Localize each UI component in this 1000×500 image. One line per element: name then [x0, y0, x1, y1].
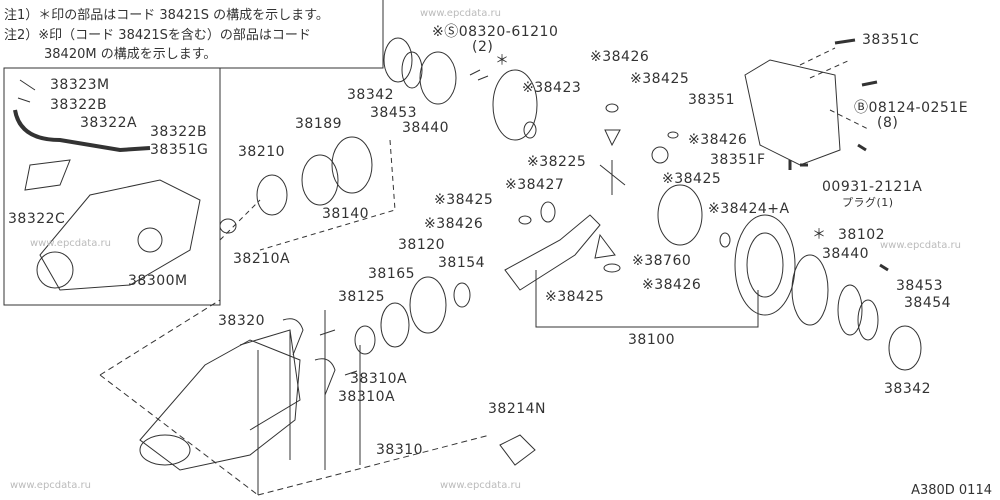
part-label[interactable]: ※38424+A — [708, 201, 790, 217]
breather-hose — [13, 109, 151, 153]
part-label[interactable]: ※38425 — [662, 171, 722, 187]
part-label[interactable]: 38351C — [862, 32, 920, 48]
part-label[interactable]: 38165 — [368, 266, 416, 282]
diff-housing-inset — [39, 179, 201, 291]
watermark: www.epcdata.ru — [30, 238, 111, 249]
part-label[interactable]: 38125 — [338, 289, 386, 305]
part-label[interactable]: 38322A — [80, 115, 138, 131]
part-label[interactable]: ※38423 — [522, 80, 582, 96]
drive-pinion — [504, 214, 601, 291]
part-label[interactable]: ※38425 — [630, 71, 690, 87]
part-label[interactable]: Ⓑ08124-0251E — [854, 100, 969, 116]
part-label[interactable]: 38320 — [218, 313, 266, 329]
part-label[interactable]: ※38760 — [632, 253, 692, 269]
part-label[interactable]: 38210 — [238, 144, 286, 160]
clamp — [24, 159, 71, 191]
plug-caption: プラグ(1) — [842, 196, 894, 209]
part-label[interactable]: 38342 — [347, 87, 395, 103]
part-label[interactable]: ※38426 — [688, 132, 748, 148]
ref-lines — [257, 310, 361, 495]
part-label[interactable]: 38440 — [822, 246, 870, 262]
part-label[interactable]: 38322C — [8, 211, 66, 227]
note-2: 注2）※印（コード 38421Sを含む）の部品はコード — [4, 28, 311, 43]
part-label[interactable]: 38351F — [710, 152, 766, 168]
part-label[interactable]: 38310 — [376, 442, 424, 458]
oil-seal-38214N — [499, 434, 536, 466]
part-label[interactable]: 38453 — [896, 278, 944, 294]
note-1: 注1）＊印の部品はコード 38421S の構成を示します。 — [4, 8, 329, 23]
watermark: www.epcdata.ru — [440, 480, 521, 491]
part-label[interactable]: 38210A — [233, 251, 291, 267]
diagram-code: A380D 0114 — [911, 483, 992, 498]
part-label[interactable]: ※Ⓢ08320-61210 — [432, 24, 559, 40]
part-label[interactable]: ※38427 — [505, 177, 565, 193]
watermark: www.epcdata.ru — [880, 240, 961, 251]
part-label[interactable]: 38453 — [370, 105, 418, 121]
part-label[interactable]: ※38225 — [527, 154, 587, 170]
part-label[interactable]: 38310A — [350, 371, 408, 387]
part-label[interactable]: 38351G — [150, 142, 209, 158]
quantity-label: (2) — [472, 39, 494, 55]
part-label[interactable]: 38120 — [398, 237, 446, 253]
watermark: www.epcdata.ru — [420, 8, 501, 19]
part-label[interactable]: 38351 — [688, 92, 736, 108]
part-label[interactable]: 38310A — [338, 389, 396, 405]
part-label[interactable]: 38440 — [402, 120, 450, 136]
part-label[interactable]: 38154 — [438, 255, 486, 271]
part-label[interactable]: ※38425 — [545, 289, 605, 305]
part-label[interactable]: 00931-2121A — [822, 179, 923, 195]
part-label[interactable]: 38102 — [838, 227, 886, 243]
part-label[interactable]: ※38426 — [590, 49, 650, 65]
hose-clips — [17, 79, 36, 103]
part-label[interactable]: 38300M — [128, 273, 188, 289]
star-mark: ＊ — [495, 53, 510, 69]
diff-cover — [744, 59, 841, 166]
watermark: www.epcdata.ru — [10, 480, 91, 491]
part-label[interactable]: 38189 — [295, 116, 343, 132]
part-label[interactable]: ※38425 — [434, 192, 494, 208]
part-label[interactable]: 38322B — [50, 97, 108, 113]
part-label[interactable]: 38322B — [150, 124, 208, 140]
ring-gear — [734, 214, 796, 316]
notes-frame — [220, 0, 384, 69]
part-label[interactable]: 38342 — [884, 381, 932, 397]
note-2-continued: 38420M の構成を示します。 — [44, 47, 217, 62]
diff-housing — [139, 339, 301, 471]
part-label[interactable]: 38323M — [50, 77, 110, 93]
quantity-label: (8) — [877, 115, 899, 131]
part-label[interactable]: ※38426 — [642, 277, 702, 293]
part-label[interactable]: 38454 — [904, 295, 952, 311]
inset-frame — [3, 67, 221, 306]
part-label[interactable]: ※38426 — [424, 216, 484, 232]
star-mark: ＊ — [812, 227, 827, 243]
part-label[interactable]: 38140 — [322, 206, 370, 222]
part-label[interactable]: 38214N — [488, 401, 547, 417]
part-label[interactable]: 38100 — [628, 332, 676, 348]
